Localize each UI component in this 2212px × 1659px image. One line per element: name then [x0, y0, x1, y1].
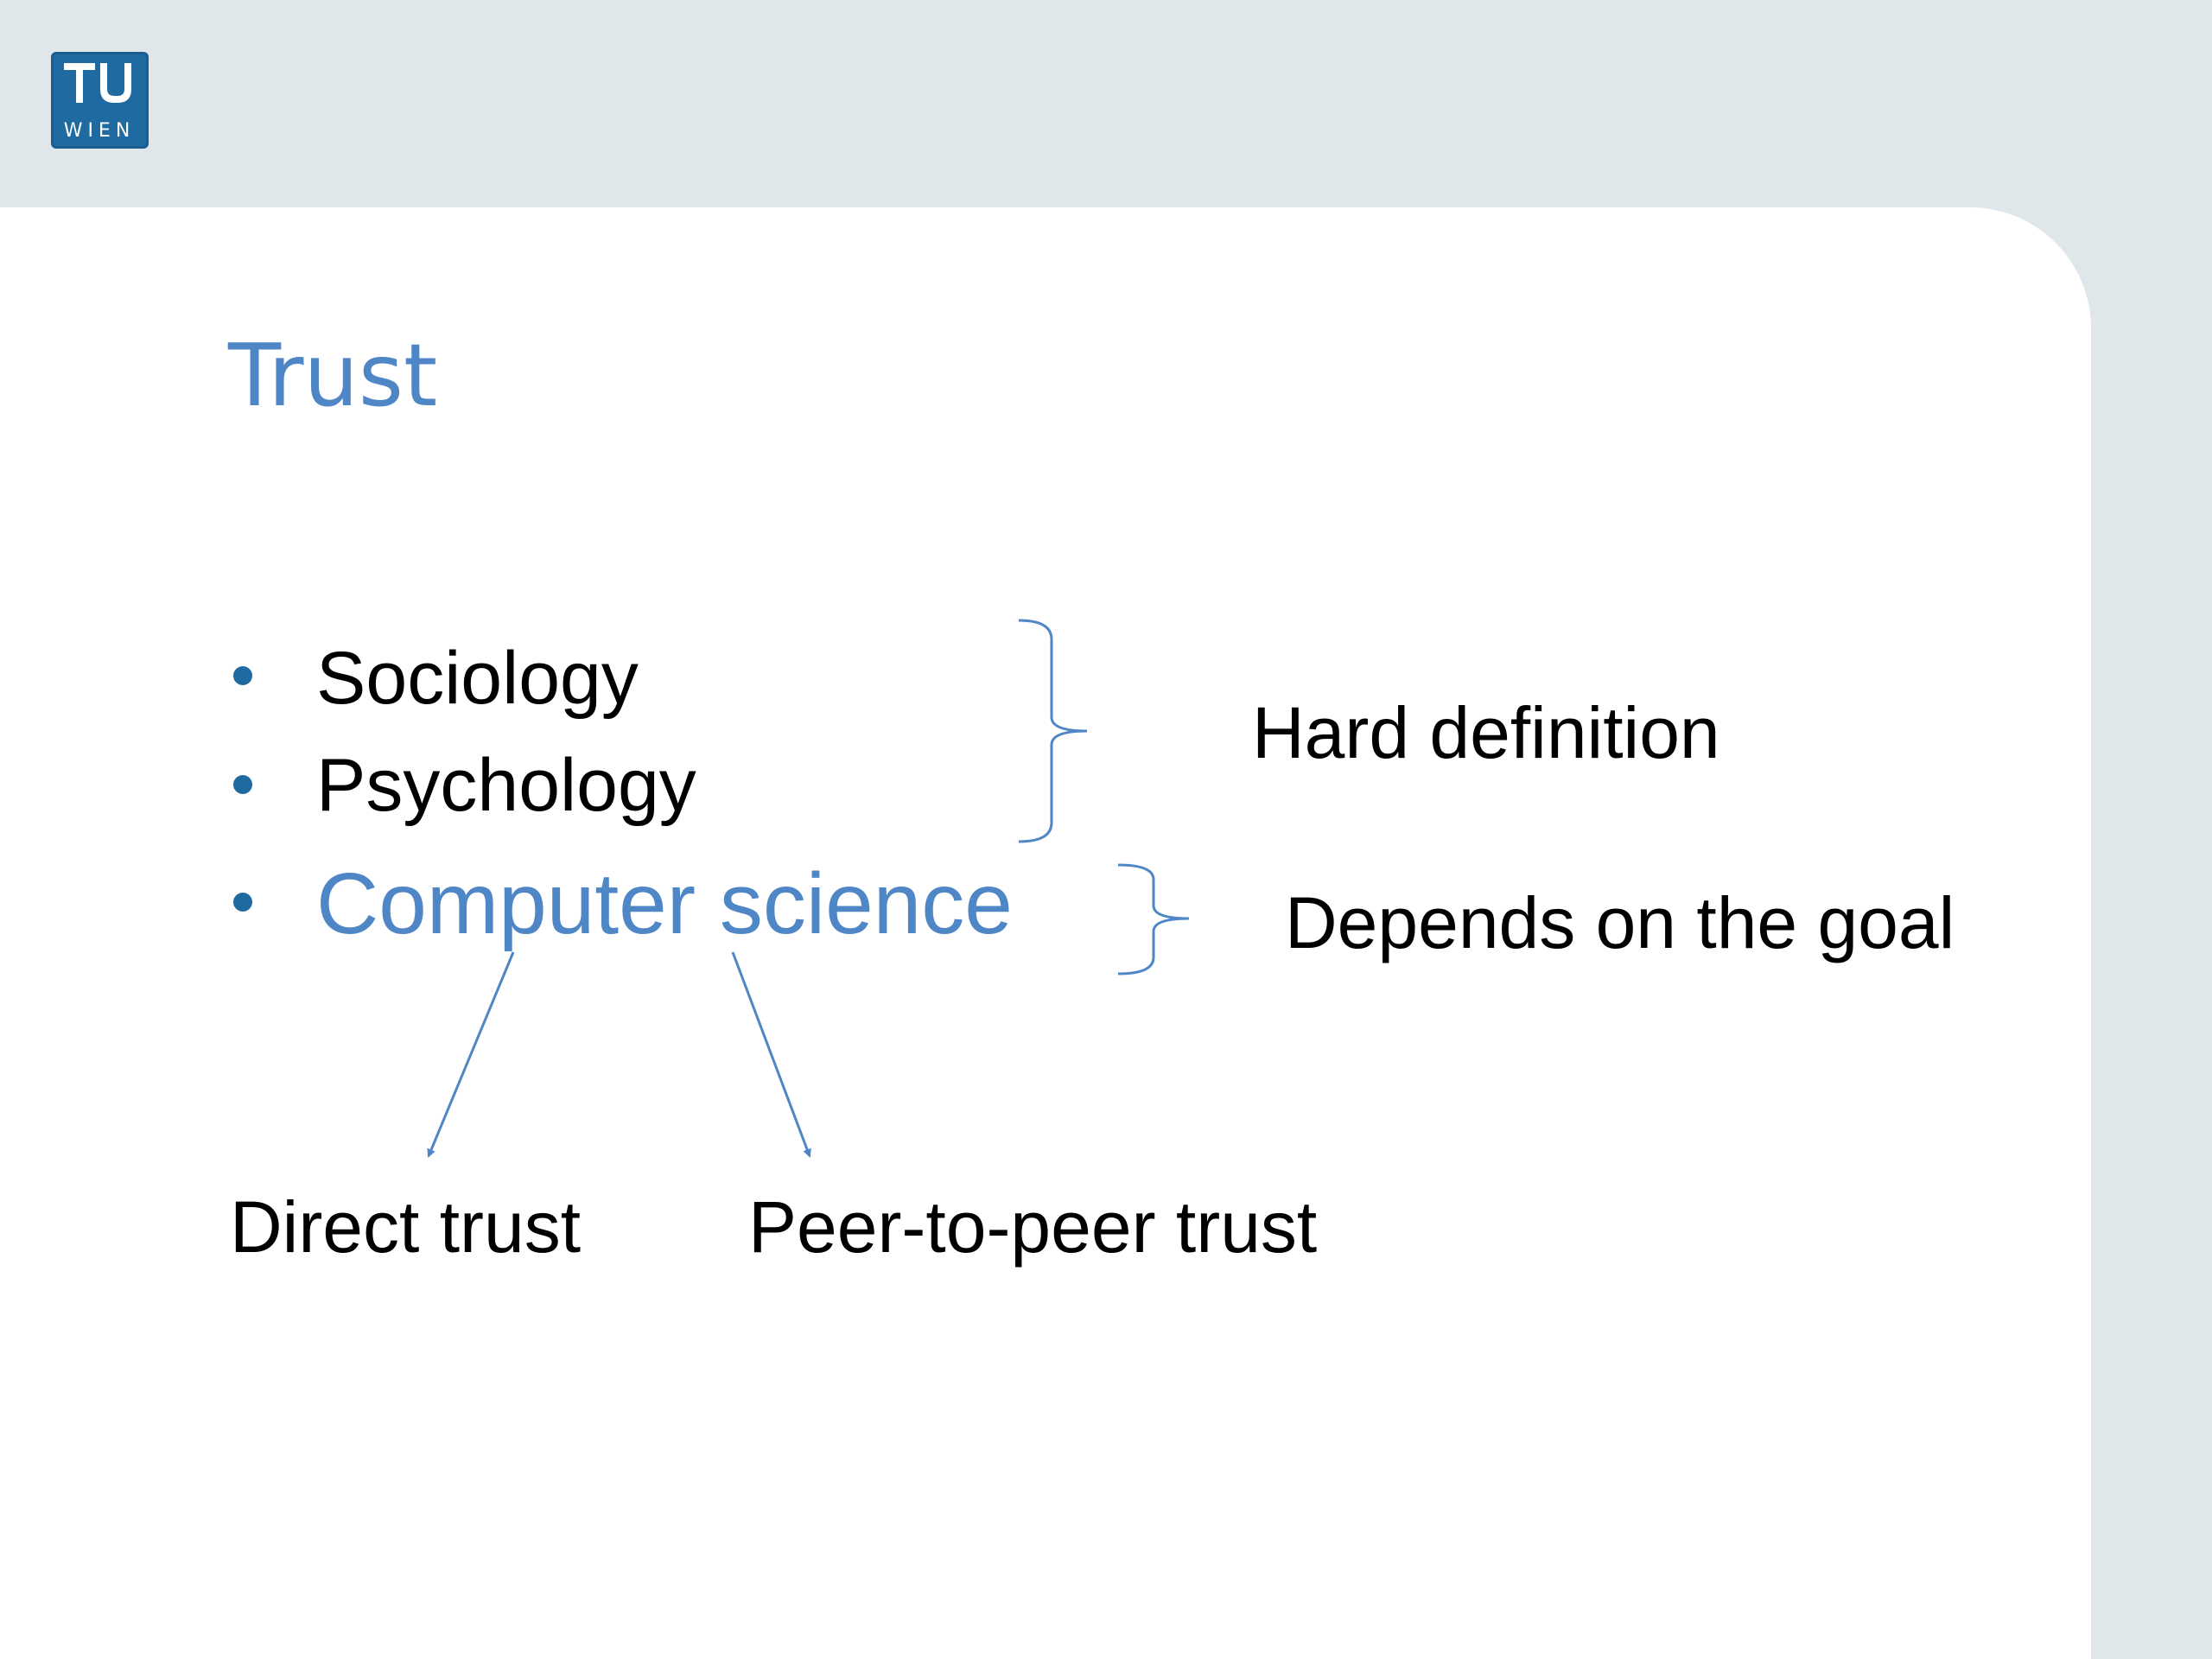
bullet-text: Psychology	[316, 744, 696, 827]
brace-hard-definition-icon	[1018, 619, 1088, 843]
label-peer-to-peer-trust: Peer-to-peer trust	[748, 1186, 1318, 1268]
label-direct-trust: Direct trust	[230, 1186, 582, 1268]
arrow-direct-icon	[427, 951, 515, 1158]
label-depends-on-goal: Depends on the goal	[1285, 882, 1955, 963]
arrow-peer-icon	[731, 951, 811, 1158]
logo-wordmark: WIEN	[64, 120, 136, 142]
tu-wien-logo: WIEN	[51, 52, 149, 149]
bullet-dot-icon	[233, 666, 252, 685]
bullet-text: Sociology	[316, 637, 639, 720]
bullet-dot-icon	[233, 893, 252, 912]
slide-title: Trust	[228, 325, 438, 426]
bullet-dot-icon	[233, 775, 252, 794]
brace-depends-goal-icon	[1117, 863, 1190, 976]
bullet-text: Computer science	[316, 855, 1013, 952]
label-hard-definition: Hard definition	[1252, 692, 1720, 773]
slide-panel	[0, 207, 2091, 1659]
